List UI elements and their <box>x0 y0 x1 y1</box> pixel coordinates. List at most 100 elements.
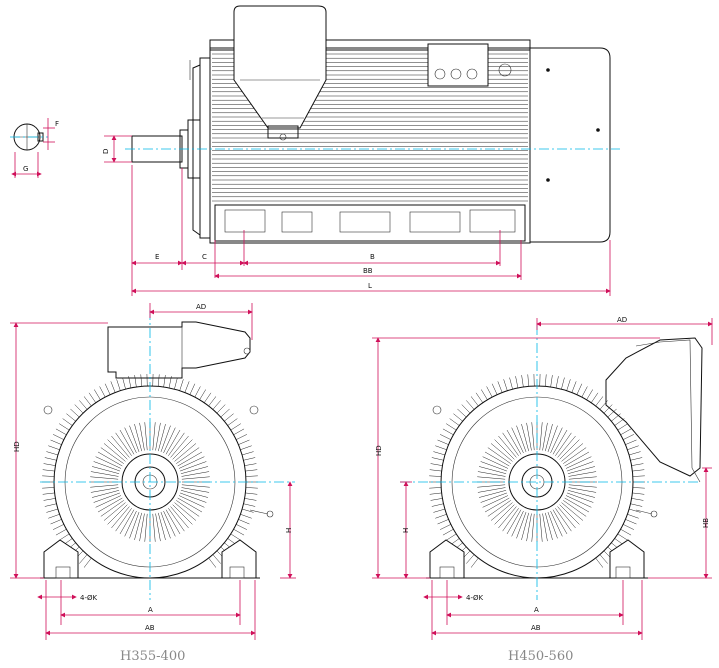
fin-line <box>595 396 604 407</box>
caption-left: H355-400 <box>120 649 185 664</box>
fin-line <box>115 508 132 532</box>
fin-line <box>431 457 444 461</box>
dim-label-k-left: 4-ØK <box>80 594 97 602</box>
cooling-fins-left <box>42 374 258 568</box>
fin-line <box>567 466 596 474</box>
fin-line <box>531 513 535 542</box>
dim-label-bb: BB <box>363 267 373 275</box>
fin-line <box>457 408 467 418</box>
fin-line <box>630 503 643 507</box>
dim-label-a-left: A <box>148 606 153 614</box>
dim-label-b: B <box>370 253 375 261</box>
fin-line <box>124 427 137 454</box>
fin-line <box>158 423 166 452</box>
fin-line <box>552 429 568 455</box>
fin-line <box>245 487 258 489</box>
fin-line <box>43 498 56 501</box>
fin-line <box>180 466 209 474</box>
front-right-dimensions <box>372 318 713 640</box>
fin-line <box>568 484 597 488</box>
fin-line <box>470 396 479 407</box>
fin-line <box>559 439 580 460</box>
fan-cover <box>529 47 611 243</box>
fin-line <box>42 487 55 489</box>
fin-line <box>477 476 506 480</box>
fin-line <box>437 439 449 445</box>
fin-line <box>555 508 572 532</box>
fin-line <box>181 476 210 480</box>
fin-line <box>490 502 513 521</box>
fin-line <box>180 490 209 498</box>
fin-line <box>566 379 571 391</box>
fin-line <box>124 510 137 537</box>
fin-line <box>52 524 64 530</box>
fin-line <box>245 492 258 495</box>
fin-line <box>547 425 558 453</box>
fin-line <box>494 439 515 460</box>
fin-line <box>531 422 535 451</box>
fin-line <box>431 503 444 507</box>
fin-line <box>172 504 193 525</box>
fin-line <box>170 435 189 458</box>
fin-line <box>486 386 493 398</box>
fin-line <box>199 389 206 400</box>
fin-line <box>90 487 119 493</box>
fin-line <box>487 447 511 464</box>
fin-line <box>526 422 532 451</box>
fin-line <box>446 423 457 431</box>
caption-right: H450-560 <box>508 649 573 664</box>
fin-line <box>243 503 256 507</box>
fin-line <box>430 463 443 466</box>
fin-line <box>94 389 101 400</box>
fin-line <box>480 492 508 503</box>
fin-line <box>559 504 580 525</box>
fin-line <box>212 400 221 410</box>
fin-line <box>521 375 524 388</box>
fin-line <box>494 504 515 525</box>
fin-line <box>129 511 140 539</box>
fin-line <box>184 381 190 393</box>
fin-line <box>581 386 588 398</box>
fin-line <box>107 439 128 460</box>
fin-line <box>542 422 548 451</box>
fin-line <box>144 422 148 451</box>
fin-line <box>230 423 241 431</box>
fin-line <box>163 375 166 388</box>
side-view: F G D <box>10 5 620 296</box>
side-dimensions <box>131 165 611 296</box>
fin-line <box>542 513 548 542</box>
fin-line <box>116 379 121 391</box>
fin-line <box>482 456 509 469</box>
fin-line <box>539 513 543 542</box>
fin-line <box>466 554 475 564</box>
aux-junction-box <box>427 43 512 87</box>
fin-line <box>629 451 641 456</box>
terminal-box-front-right <box>605 337 703 483</box>
dim-label-h-right: H <box>402 528 410 533</box>
fin-line <box>74 404 84 414</box>
fin-line <box>244 463 257 466</box>
fin-line <box>566 492 594 503</box>
fin-line <box>429 492 442 495</box>
fin-line <box>470 557 479 568</box>
fin-line <box>511 510 524 537</box>
fin-line <box>163 510 176 537</box>
dim-label-k-right: 4-ØK <box>466 594 483 602</box>
fin-line <box>435 445 447 450</box>
fin-line <box>189 383 196 395</box>
fin-line <box>83 396 92 407</box>
fin-line <box>566 461 594 472</box>
fin-line <box>48 514 60 519</box>
fin-line <box>97 451 123 467</box>
fin-line <box>139 513 145 542</box>
fin-line <box>42 469 55 472</box>
fin-line <box>233 528 245 536</box>
fin-line <box>119 429 135 455</box>
fin-line <box>509 377 513 390</box>
fin-line <box>490 443 513 462</box>
fin-line <box>104 383 111 395</box>
fin-line <box>631 498 644 501</box>
fin-line <box>243 457 256 461</box>
fin-line <box>59 533 70 541</box>
fin-line <box>95 456 122 469</box>
